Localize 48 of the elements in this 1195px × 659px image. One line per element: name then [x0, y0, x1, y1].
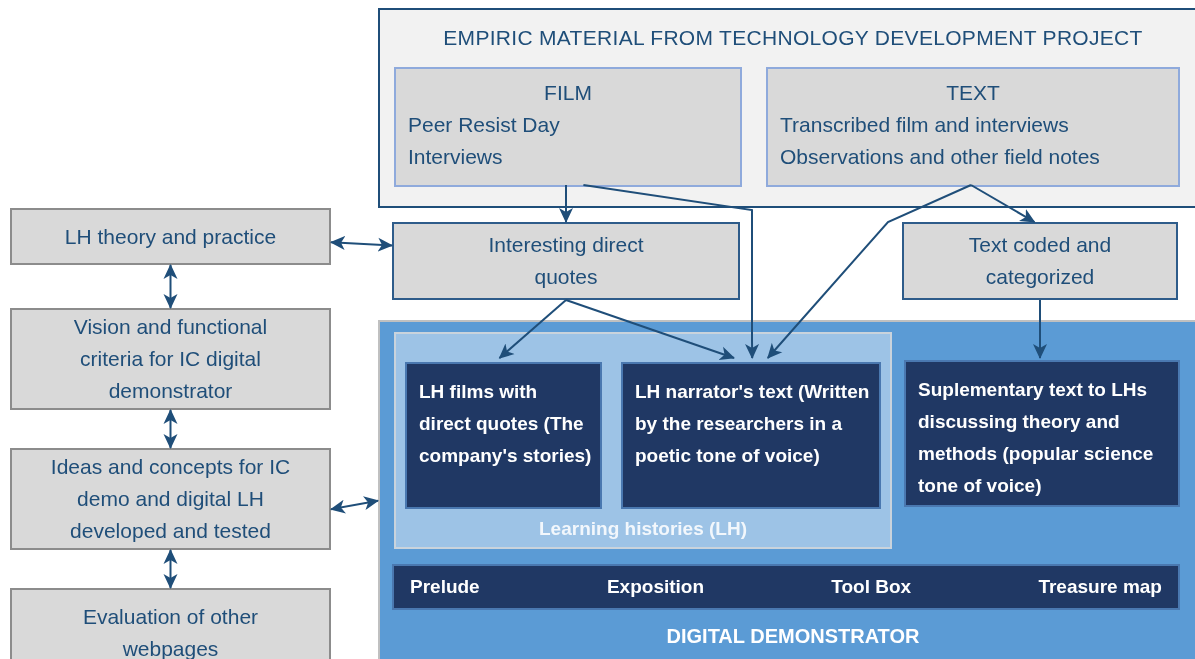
- content-box: [904, 360, 1180, 507]
- process-box: [10, 588, 331, 659]
- box-label: LH theory and practice: [64, 223, 277, 250]
- content-box: [405, 362, 602, 509]
- process-box: [10, 208, 331, 265]
- group-panel: [378, 8, 1195, 208]
- menu-item-label: Tool Box: [830, 574, 913, 599]
- arrow: [163, 549, 178, 589]
- box-label: FILM: [544, 80, 592, 106]
- process-box: [10, 308, 331, 410]
- box-label: Observations and other field notes: [780, 144, 1101, 170]
- menu-item-label: Treasure map: [1037, 574, 1163, 599]
- box-label: Ideas and concepts for IC demo and digital LH developed and tested: [49, 454, 292, 544]
- arrow: [565, 299, 735, 361]
- box-label: Peer Resist Day: [408, 112, 561, 138]
- box-label: Vision and functional criteria for IC digital demonstrator: [72, 314, 269, 404]
- box-label: Learning histories (LH): [539, 516, 747, 541]
- menu-item-label: Prelude: [409, 574, 481, 599]
- box-label: Interesting direct quotes: [487, 232, 645, 290]
- arrow: [766, 184, 972, 359]
- box-label: Suplementary text to LHs discussing theory and methods (popular science tone of voice): [918, 378, 1155, 498]
- menu-bar: [392, 564, 1180, 610]
- box-label: LH films with direct quotes (The company's stories): [419, 380, 592, 468]
- process-box: [902, 222, 1178, 300]
- source-box: [394, 67, 742, 187]
- arrow: [330, 235, 393, 252]
- arrow: [1033, 299, 1047, 359]
- box-label: TEXT: [946, 80, 1000, 106]
- box-label: LH narrator's text (Written by the researchers in a poetic tone of voice): [635, 380, 871, 468]
- arrow: [559, 184, 573, 223]
- arrow: [330, 496, 379, 514]
- arrow: [582, 184, 760, 359]
- process-box: [392, 222, 740, 300]
- group-panel: [378, 320, 1195, 659]
- box-label: EMPIRIC MATERIAL FROM TECHNOLOGY DEVELOPMENT PROJECT: [443, 25, 1143, 51]
- group-panel: [394, 332, 892, 549]
- source-box: [766, 67, 1180, 187]
- box-label: Interviews: [408, 144, 504, 170]
- arrow: [163, 409, 178, 449]
- content-box: [621, 362, 881, 509]
- arrow: [163, 264, 178, 309]
- process-box: [10, 448, 331, 550]
- box-label: Text coded and categorized: [967, 232, 1113, 290]
- arrow: [970, 184, 1036, 223]
- box-label: Transcribed film and interviews: [780, 112, 1070, 138]
- menu-item-label: Exposition: [605, 574, 706, 599]
- box-label: DIGITAL DEMONSTRATOR: [666, 624, 920, 649]
- arrow: [498, 299, 567, 359]
